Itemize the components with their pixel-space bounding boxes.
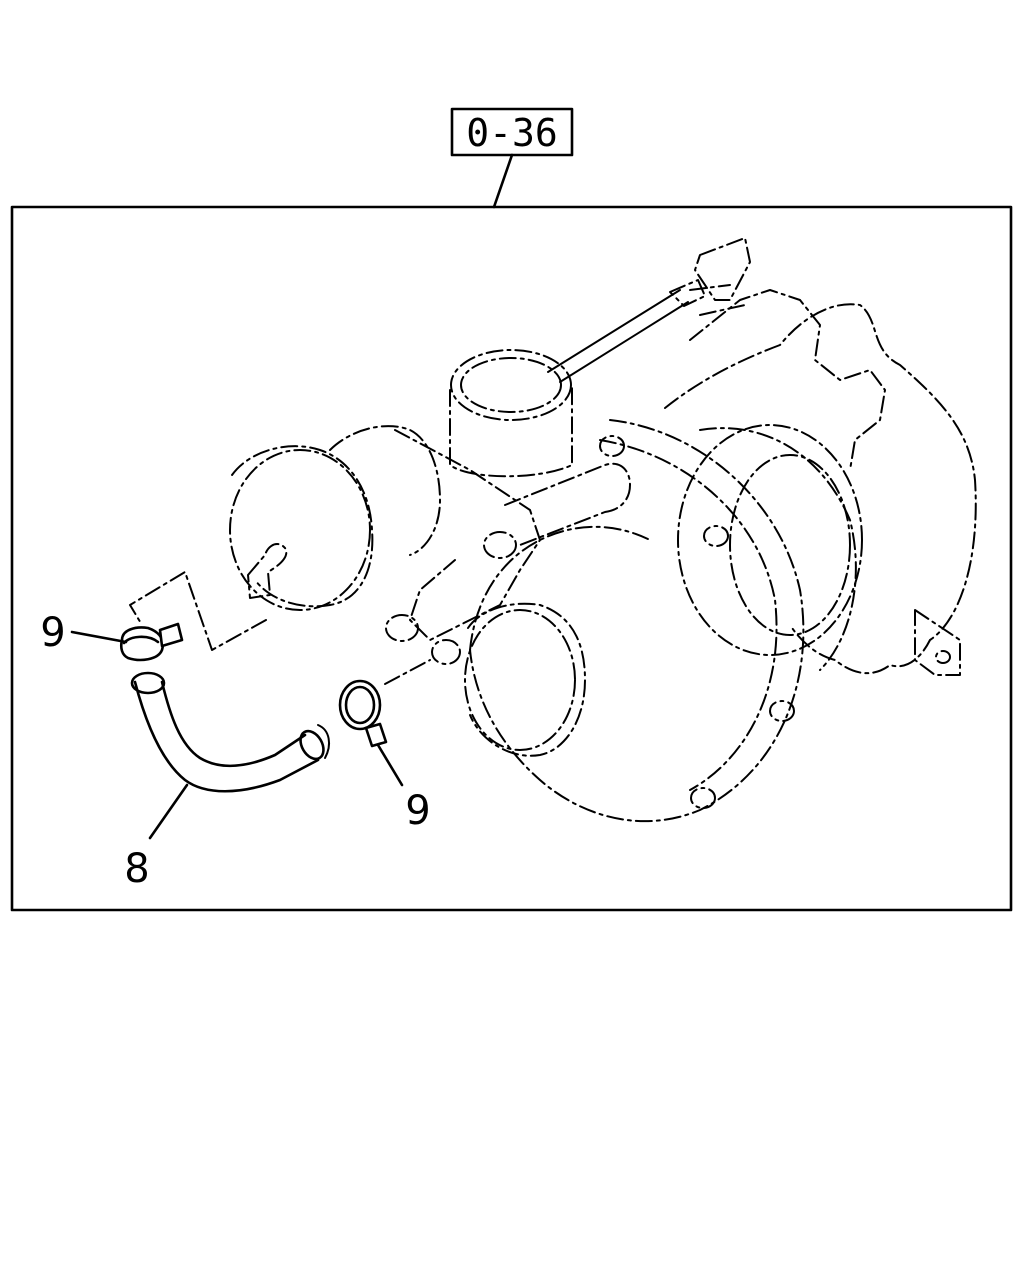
clamp-lower-tab bbox=[364, 722, 388, 748]
clamp-lower-part[interactable] bbox=[338, 679, 388, 748]
center-housing-body bbox=[699, 427, 857, 671]
hose-outline-inner bbox=[160, 680, 307, 768]
hose-end-upper bbox=[130, 671, 166, 695]
diagram-frame bbox=[10, 205, 1013, 912]
oil-feed-tube bbox=[504, 462, 631, 546]
clamp-lower-band-inner bbox=[344, 685, 376, 725]
turbine-flange bbox=[689, 289, 886, 471]
actuator-nipple bbox=[247, 543, 288, 599]
actuator-body-link bbox=[329, 425, 441, 556]
callout-number-clamp-upper[interactable]: 9 bbox=[40, 610, 65, 656]
inlet-pipe-mouth-outer bbox=[450, 349, 572, 421]
reference-tag-text: 0-36 bbox=[466, 111, 558, 155]
actuator-rod bbox=[547, 289, 689, 383]
center-housing-ring-outer bbox=[677, 424, 863, 656]
compressor-bolt-3 bbox=[769, 700, 795, 722]
bracket-bolt-2 bbox=[385, 614, 419, 642]
inlet-pipe-mouth-inner bbox=[460, 357, 562, 413]
hose-outline-outer bbox=[133, 680, 320, 793]
bracket-bolt-1 bbox=[483, 531, 517, 559]
bracket-bolt-3 bbox=[431, 639, 461, 665]
callout-number-hose[interactable]: 8 bbox=[124, 846, 149, 892]
callout-leader-clamp-lower bbox=[376, 743, 404, 787]
actuator-bracket bbox=[394, 429, 541, 641]
compressor-outlet-face bbox=[464, 609, 576, 751]
compressor-housing-rim bbox=[599, 439, 778, 791]
compressor-housing-scroll bbox=[469, 419, 805, 823]
mounting-foot bbox=[914, 609, 961, 676]
callout-leader-clamp-upper bbox=[70, 630, 128, 644]
compressor-outlet-sleeve bbox=[467, 602, 586, 757]
turbocharger-assembly bbox=[129, 237, 977, 823]
hose-route-to-actuator bbox=[129, 571, 267, 651]
hose-end-lower bbox=[299, 729, 325, 761]
turbine-housing-outline bbox=[664, 303, 977, 675]
compressor-bolt-4 bbox=[690, 787, 716, 809]
reference-tag[interactable]: 0-36 bbox=[450, 107, 574, 157]
wastegate-arm bbox=[694, 237, 751, 301]
actuator-canister bbox=[231, 445, 374, 608]
hose-route-to-outlet bbox=[384, 659, 431, 685]
center-housing-ring-inner bbox=[729, 454, 851, 636]
reference-leader-line bbox=[492, 153, 514, 209]
actuator-rod-end bbox=[669, 279, 706, 307]
hose-end-lower-bead bbox=[317, 724, 331, 759]
actuator-diaphragm bbox=[229, 449, 371, 611]
clamp-upper-band bbox=[119, 626, 165, 662]
hose-part[interactable] bbox=[130, 671, 331, 793]
actuator-rod-bracket bbox=[689, 284, 746, 316]
mounting-foot-hole bbox=[935, 650, 951, 664]
clamp-upper-tab bbox=[158, 622, 184, 648]
callout-number-clamp-lower[interactable]: 9 bbox=[405, 788, 430, 834]
compressor-bolt-2 bbox=[703, 525, 729, 547]
inlet-pipe-body bbox=[449, 384, 573, 478]
callout-leader-hose bbox=[148, 783, 189, 840]
compressor-bolt-1 bbox=[599, 435, 625, 457]
clamp-upper-part[interactable] bbox=[119, 622, 184, 662]
